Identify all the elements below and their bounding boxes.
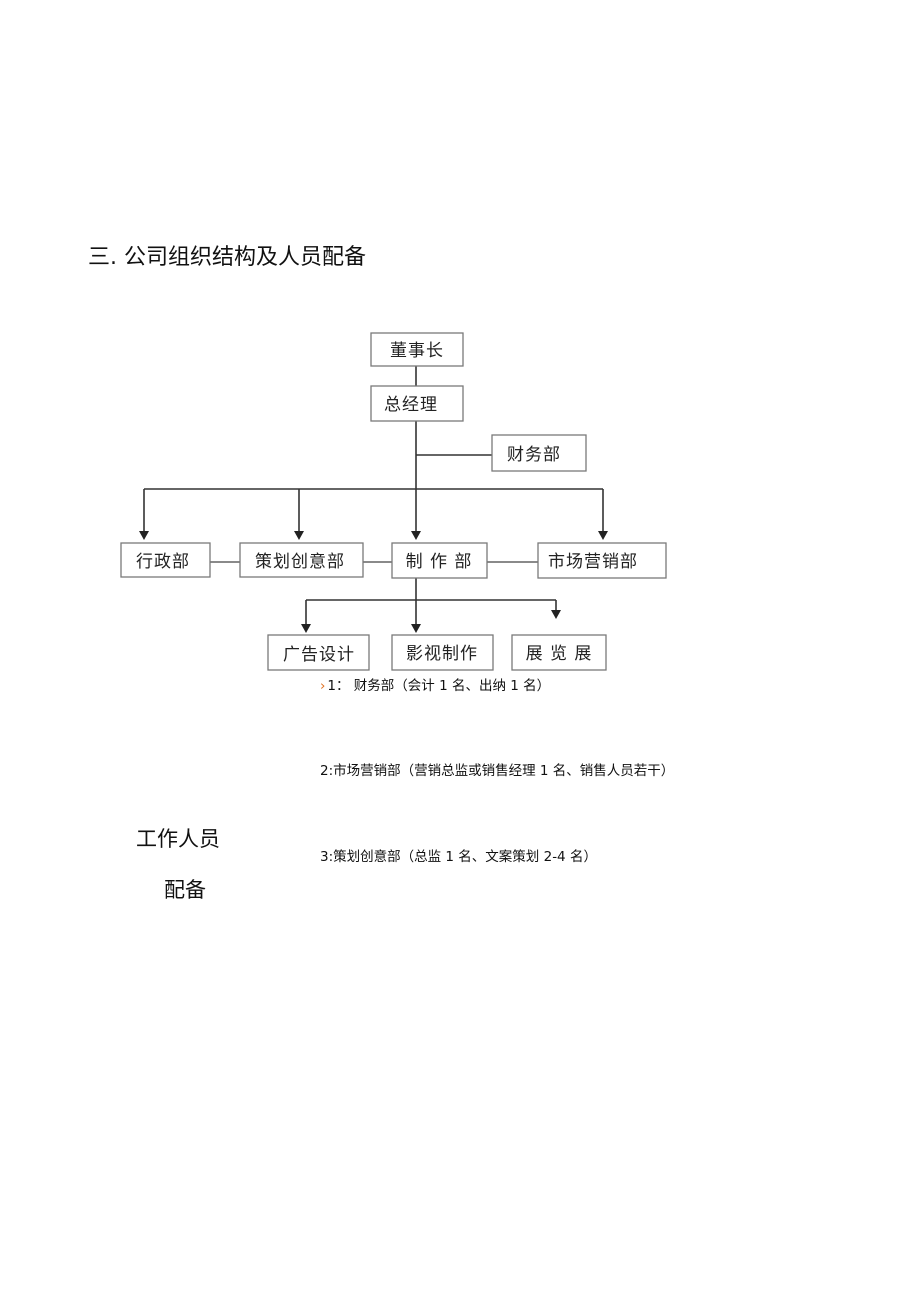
org-box-label: 行政部 <box>136 552 190 572</box>
staffing-note-text: 1： 财务部（会计 1 名、出纳 1 名） <box>327 678 551 694</box>
org-box-finance: 财务部 <box>491 434 587 472</box>
org-box-label: 市场营销部 <box>548 552 638 572</box>
arrow-down-icon <box>139 531 149 540</box>
arrow-down-icon <box>294 531 304 540</box>
org-box-video: 影视制作 <box>391 634 494 671</box>
arrow-down-icon <box>411 531 421 540</box>
org-box-label: 广告设计 <box>283 645 355 665</box>
arrow-down-icon <box>551 610 561 619</box>
arrow-down-icon <box>598 531 608 540</box>
org-box-general-manager: 总经理 <box>370 385 464 422</box>
org-box-label: 展 览 展 <box>526 644 593 664</box>
arrow-down-icon <box>411 624 421 633</box>
staffing-note-1: ›1： 财务部（会计 1 名、出纳 1 名） <box>320 677 550 695</box>
org-box-admin: 行政部 <box>120 542 211 578</box>
org-box-chairman: 董事长 <box>370 332 464 367</box>
org-chart-connectors <box>143 366 604 627</box>
org-chart-arrowheads <box>139 531 608 633</box>
org-box-label: 总经理 <box>384 395 438 415</box>
org-box-label: 董事长 <box>390 341 444 361</box>
staffing-label-line1: 工作人员 <box>136 827 220 851</box>
section-heading: 三. 公司组织结构及人员配备 <box>88 245 366 270</box>
staffing-note-3: 3:策划创意部（总监 1 名、文案策划 2-4 名） <box>320 849 597 865</box>
org-box-label: 制 作 部 <box>406 552 473 572</box>
org-box-production: 制 作 部 <box>391 542 488 579</box>
org-box-marketing: 市场营销部 <box>537 542 667 579</box>
org-box-label: 策划创意部 <box>255 552 345 572</box>
bullet-marker: › <box>320 678 326 694</box>
arrow-down-icon <box>301 624 311 633</box>
org-box-label: 财务部 <box>507 445 561 465</box>
staffing-note-2: 2:市场营销部（营销总监或销售经理 1 名、销售人员若干） <box>320 763 675 779</box>
org-box-label: 影视制作 <box>406 644 478 664</box>
org-box-exhibition: 展 览 展 <box>511 634 607 671</box>
org-box-planning: 策划创意部 <box>239 542 364 578</box>
staffing-label-line2: 配备 <box>164 878 206 902</box>
org-box-ad-design: 广告设计 <box>267 634 370 671</box>
